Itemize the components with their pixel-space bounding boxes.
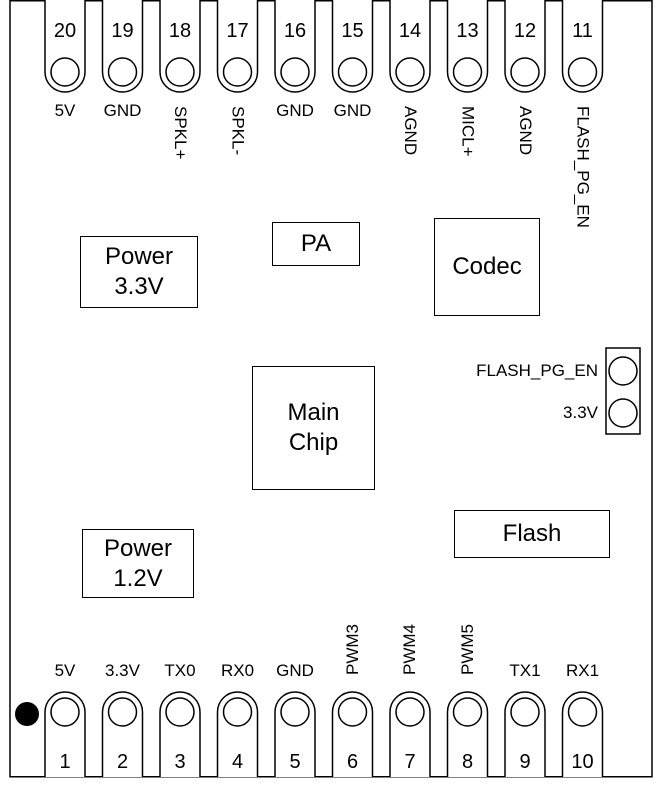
top-pin-18-label: SPKL+	[171, 106, 190, 160]
bottom-pin-8-label: PWM5	[457, 624, 477, 675]
bottom-pin-1-pad	[50, 697, 80, 727]
top-pin-13-label: MICL+	[458, 106, 478, 157]
bottom-pin-5-number: 5	[289, 751, 301, 773]
bottom-pin-1-number: 1	[59, 751, 71, 773]
bottom-pin-5-pad	[280, 697, 310, 727]
bottom-pin-2-label: 3.3V	[105, 661, 140, 680]
side-pin-1-label: FLASH_PG_EN	[476, 361, 598, 380]
bottom-pin-10-number: 10	[571, 751, 594, 773]
flash-block: Flash	[454, 510, 610, 558]
top-pin-18-number: 18	[168, 20, 192, 42]
top-pin-13-number: 13	[456, 20, 479, 42]
bottom-pin-7-label: PWM4	[400, 624, 419, 675]
bottom-pin-6-pad	[337, 697, 368, 727]
top-pin-20-label: 5V	[54, 101, 76, 120]
top-pin-12-label: AGND	[516, 106, 535, 156]
bottom-pin-3-label: TX0	[164, 661, 196, 680]
top-pin-14-label: AGND	[401, 106, 420, 156]
top-pin-20-number: 20	[53, 20, 77, 42]
bottom-pin-9-number: 9	[519, 751, 531, 773]
top-pin-11-pad	[567, 57, 598, 87]
pa-block: PA	[272, 222, 360, 266]
top-pin-14-number: 14	[398, 20, 422, 42]
top-pin-16-pad	[280, 57, 310, 87]
top-pin-19-label: GND	[103, 101, 142, 120]
bottom-pin-10-pad	[567, 697, 598, 727]
board-outline	[9, 0, 653, 778]
top-pin-12-number: 12	[513, 20, 537, 42]
top-pin-17-label: SPKL-	[228, 106, 248, 156]
bottom-pin-2-number: 2	[116, 751, 129, 773]
top-pin-16-number: 16	[283, 20, 307, 42]
codec-block: Codec	[434, 218, 540, 316]
bottom-pin-1-label: 5V	[54, 661, 76, 680]
top-pin-12-pad	[510, 57, 540, 87]
top-pin-16-label: GND	[276, 101, 314, 120]
bottom-pin-5-label: GND	[276, 661, 314, 680]
bottom-pin-3-pad	[165, 697, 195, 727]
top-pin-11-number: 11	[572, 20, 593, 42]
top-pin-20-pad	[50, 57, 80, 87]
top-pin-13-pad	[452, 57, 483, 87]
main-chip-block: Main Chip	[252, 366, 375, 490]
bottom-pin-6-number: 6	[346, 751, 359, 773]
bottom-pin-7-pad	[395, 697, 425, 727]
power-3v3-block: Power 3.3V	[80, 236, 198, 308]
bottom-pin-8-pad	[452, 697, 483, 727]
top-pin-15-label: GND	[333, 101, 372, 120]
top-pin-19-pad	[107, 57, 138, 87]
power-1v2-block: Power 1.2V	[82, 529, 194, 598]
top-pin-17-pad	[222, 57, 253, 87]
top-pin-14-pad	[395, 57, 425, 87]
bottom-pin-4-label: RX0	[220, 661, 255, 680]
bottom-pin-8-number: 8	[461, 751, 474, 773]
bottom-pin-4-pad	[222, 697, 253, 727]
top-pin-11-label: FLASH_PG_EN	[573, 106, 593, 228]
bottom-pin-3-number: 3	[174, 751, 186, 773]
side-pin-1-pad	[608, 356, 638, 386]
bottom-pin-6-label: PWM3	[342, 624, 362, 675]
bottom-pin-4-number: 4	[231, 751, 244, 773]
bottom-pin-9-pad	[510, 697, 540, 727]
side-pin-2-label: 3.3V	[563, 403, 598, 422]
bottom-pin-7-number: 7	[404, 751, 416, 773]
pin1-marker-dot	[15, 702, 39, 726]
bottom-pin-10-label: RX1	[565, 661, 600, 680]
top-pin-17-number: 17	[226, 20, 249, 42]
bottom-pin-9-label: TX1	[509, 661, 541, 680]
bottom-pin-2-pad	[107, 697, 138, 727]
top-pin-19-number: 19	[111, 20, 134, 42]
top-pin-15-pad	[337, 57, 368, 87]
top-pin-18-pad	[165, 57, 195, 87]
side-pin-2-pad	[608, 398, 638, 428]
top-pin-15-number: 15	[341, 20, 364, 42]
